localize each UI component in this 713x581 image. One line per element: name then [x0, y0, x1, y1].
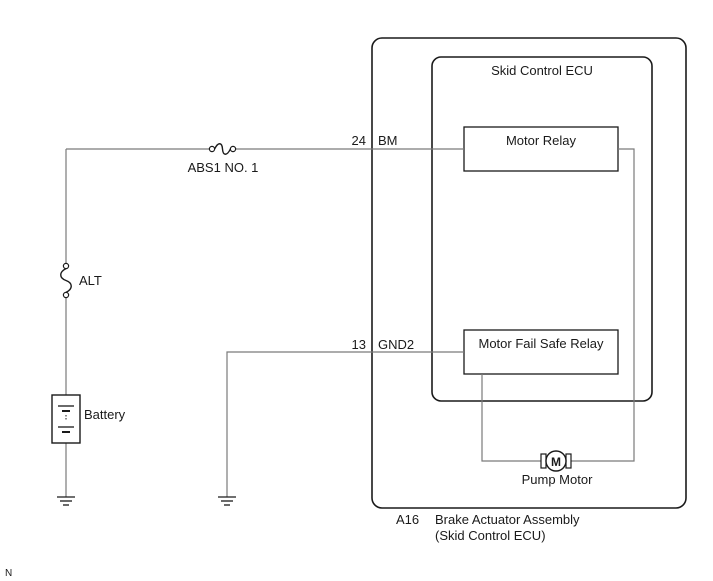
- ground-gnd2-symbol: [218, 496, 236, 506]
- corner-mark: N: [5, 568, 12, 579]
- fuse-abs1-label: ABS1 NO. 1: [188, 160, 259, 175]
- ground-battery-symbol: [57, 496, 75, 506]
- assembly-subtitle: (Skid Control ECU): [435, 528, 546, 543]
- wire-gnd2: [226, 351, 464, 497]
- assembly-name: Brake Actuator Assembly: [435, 512, 580, 527]
- ecu-title: Skid Control ECU: [491, 63, 593, 78]
- pump-motor-symbol: [540, 450, 572, 472]
- battery-symbol: [51, 394, 81, 444]
- fuse-alt-symbol: [60, 262, 72, 299]
- skid-control-ecu-box: [431, 56, 653, 402]
- pin-24-name: BM: [378, 133, 398, 148]
- motor-relay-box: [463, 126, 619, 172]
- pump-motor-label: Pump Motor: [522, 472, 593, 487]
- fail-safe-relay-box: [463, 329, 619, 375]
- brake-actuator-assembly-box: [371, 37, 687, 509]
- wire-failsafe-to-motor: [481, 374, 541, 462]
- motor-relay-label: Motor Relay: [506, 133, 577, 148]
- pump-motor-m-label: M: [551, 455, 561, 469]
- connector-id: A16: [396, 512, 419, 527]
- fuse-abs1-symbol: [208, 143, 237, 155]
- wire-relay-to-motor: [571, 148, 635, 462]
- pin-13-name: GND2: [378, 337, 414, 352]
- pin-24-number: 24: [352, 133, 366, 148]
- battery-label: Battery: [84, 407, 126, 422]
- fail-safe-relay-label: Motor Fail Safe Relay: [479, 336, 604, 351]
- fuse-alt-label: ALT: [79, 273, 102, 288]
- pin-13-number: 13: [352, 337, 366, 352]
